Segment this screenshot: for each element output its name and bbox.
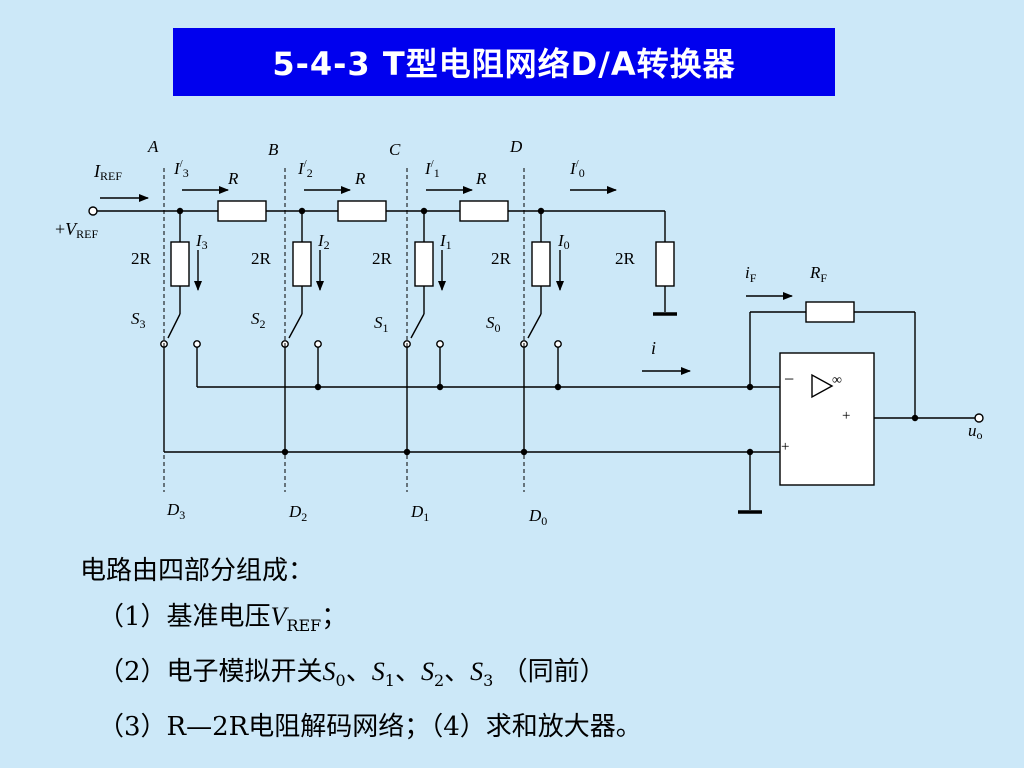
shunt-2r-label-2: 2R xyxy=(251,249,272,268)
i0-label: I0 xyxy=(557,231,570,252)
i3-prime-label: I/3 xyxy=(173,158,189,180)
shunt-2r-label-0: 2R xyxy=(491,249,512,268)
switch-blade-1 xyxy=(410,313,425,339)
shunt-resistor-2r-0 xyxy=(531,241,551,287)
page-title: 5-4-3 T型电阻网络D/A转换器 xyxy=(272,45,736,83)
i1-label: I1 xyxy=(439,231,452,252)
i2-prime-label: I/2 xyxy=(297,158,313,180)
series-resistor-r-3 xyxy=(459,200,509,222)
switch-blade-0 xyxy=(527,313,542,339)
leg-3 xyxy=(160,211,201,452)
description: 电路由四部分组成： （1）基准电压VREF； （2）电子模拟开关S0、S1、S2… xyxy=(80,548,642,750)
data-label-0: D0 xyxy=(528,506,547,528)
node-label-b: B xyxy=(268,140,279,159)
item-1: （1）基准电压VREF； xyxy=(98,602,348,636)
vref-label: +VREF xyxy=(55,219,98,241)
switch-label-1: S1 xyxy=(374,313,389,335)
i3-label: I3 xyxy=(195,231,208,252)
series-resistor-r-2 xyxy=(337,200,387,222)
series-r-label-3: R xyxy=(475,169,487,188)
output-terminal xyxy=(974,413,984,423)
leg-0 xyxy=(520,211,562,452)
opamp-plus-label: + xyxy=(781,439,789,455)
node-label-d: D xyxy=(509,137,523,156)
i0-prime-label: I/0 xyxy=(569,158,585,180)
shunt-2r-label-3: 2R xyxy=(131,249,152,268)
output-label: uo xyxy=(968,421,983,442)
shunt-resistor-2r-1 xyxy=(414,241,434,287)
terminating-2r-label: 2R xyxy=(615,249,636,268)
switch-label-2: S2 xyxy=(251,309,266,331)
node-label-c: C xyxy=(389,140,401,159)
data-label-3: D3 xyxy=(166,500,185,522)
feedback-resistor xyxy=(805,301,855,323)
switch-blade-2 xyxy=(288,313,303,339)
opamp-box xyxy=(779,352,875,486)
shunt-2r-label-1: 2R xyxy=(372,249,393,268)
if-label: iF xyxy=(745,263,757,285)
junctions xyxy=(176,207,919,456)
shunt-resistor-2r-2 xyxy=(292,241,312,287)
iref-label: IREF xyxy=(93,161,122,183)
series-r-label-2: R xyxy=(354,169,366,188)
sum-current-label: i xyxy=(651,338,656,358)
shunt-resistor-2r-3 xyxy=(170,241,190,287)
leg-2 xyxy=(281,211,322,452)
title-bar: 5-4-3 T型电阻网络D/A转换器 xyxy=(173,28,835,96)
switch-label-3: S3 xyxy=(131,309,146,331)
opamp-inf-label: ∞ xyxy=(832,373,842,388)
i1-prime-label: I/1 xyxy=(424,158,440,180)
series-r-label-1: R xyxy=(227,169,239,188)
leg-1 xyxy=(403,211,444,452)
circuit-diagram: A B C D IREF +VREF I/3 I/2 I/1 I/0 R R R… xyxy=(55,137,984,528)
opamp-triangle xyxy=(811,373,834,399)
i2-label: I2 xyxy=(317,231,330,252)
data-label-2: D2 xyxy=(288,502,307,524)
terminating-resistor-2r xyxy=(655,241,675,287)
item-2: （2）电子模拟开关S0、S1、S2、S3 （同前） xyxy=(98,657,606,691)
rf-label: RF xyxy=(809,263,827,285)
data-label-1: D1 xyxy=(410,502,429,524)
opamp-minus-label: − xyxy=(784,369,794,389)
switch-blade-3 xyxy=(167,313,181,339)
vref-terminal xyxy=(88,206,98,216)
intro-line: 电路由四部分组成： xyxy=(80,556,315,586)
series-resistor-r-1 xyxy=(217,200,267,222)
opamp-out-plus-label: + xyxy=(842,408,850,424)
item-3: （3）R—2R电阻解码网络；（4）求和放大器。 xyxy=(98,712,642,743)
switch-label-0: S0 xyxy=(486,313,501,335)
node-label-a: A xyxy=(147,137,159,156)
